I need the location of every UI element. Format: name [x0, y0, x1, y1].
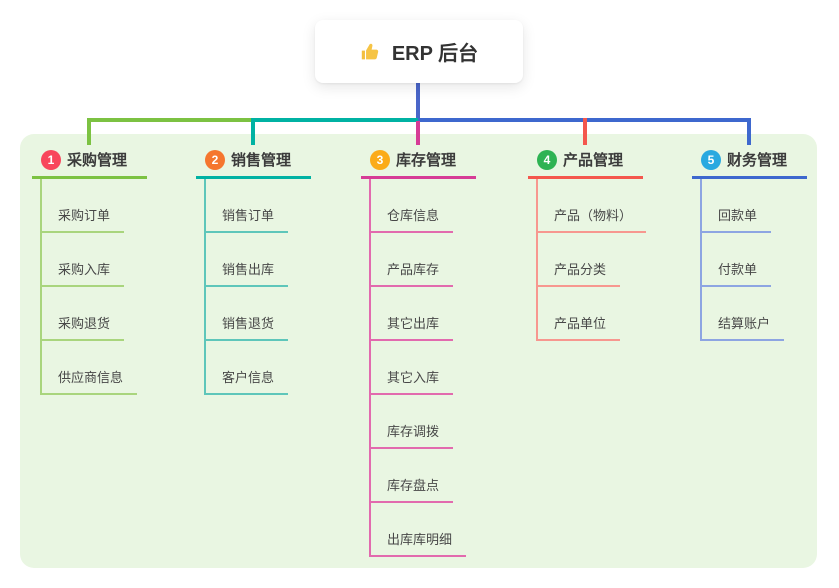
- child-node[interactable]: 结算账户: [702, 287, 785, 341]
- child-node[interactable]: 其它出库: [371, 287, 454, 341]
- root-label: ERP 后台: [391, 43, 479, 65]
- connector-drop-finance: [747, 118, 751, 145]
- branch-label: 采购管理: [67, 152, 128, 169]
- child-node[interactable]: 出库库明细: [371, 503, 467, 557]
- connector-drop-inventory: [416, 121, 420, 145]
- connector-bus-purchase: [88, 118, 253, 122]
- child-node[interactable]: 库存调拨: [371, 395, 454, 449]
- branch-inventory: 3 库存管理 仓库信息 产品库存 其它出库 其它入库 库存调拨 库存盘点 出库库…: [361, 149, 476, 557]
- branch-label: 财务管理: [727, 152, 788, 169]
- child-node[interactable]: 产品分类: [538, 233, 621, 287]
- branch-node-sales[interactable]: 2 销售管理: [196, 149, 311, 179]
- branch-sales: 2 销售管理 销售订单 销售出库 销售退货 客户信息: [196, 149, 311, 395]
- connector-drop-product: [583, 118, 587, 145]
- branch-label: 产品管理: [563, 152, 624, 169]
- branch-number-badge: 2: [205, 149, 225, 170]
- branch-label: 库存管理: [396, 152, 457, 169]
- connector-root-drop: [416, 83, 420, 118]
- root-node[interactable]: ERP 后台: [315, 20, 523, 83]
- branch-number-badge: 3: [370, 149, 390, 170]
- child-node[interactable]: 产品库存: [371, 233, 454, 287]
- branch-number-badge: 1: [41, 149, 61, 170]
- child-node[interactable]: 采购订单: [42, 179, 125, 233]
- child-node[interactable]: 回款单: [702, 179, 772, 233]
- branch-finance: 5 财务管理 回款单 付款单 结算账户: [692, 149, 807, 341]
- branch-node-purchase[interactable]: 1 采购管理: [32, 149, 147, 179]
- connector-drop-sales: [251, 118, 255, 145]
- child-node[interactable]: 库存盘点: [371, 449, 454, 503]
- child-node[interactable]: 付款单: [702, 233, 772, 287]
- branch-node-inventory[interactable]: 3 库存管理: [361, 149, 476, 179]
- branch-purchase: 1 采购管理 采购订单 采购入库 采购退货 供应商信息: [32, 149, 147, 395]
- child-node[interactable]: 采购入库: [42, 233, 125, 287]
- branch-children: 销售订单 销售出库 销售退货 客户信息: [204, 179, 289, 395]
- branch-children: 仓库信息 产品库存 其它出库 其它入库 库存调拨 库存盘点 出库库明细: [369, 179, 467, 557]
- branches-panel: [20, 134, 817, 568]
- child-node[interactable]: 销售退货: [206, 287, 289, 341]
- branch-node-finance[interactable]: 5 财务管理: [692, 149, 807, 179]
- branch-children: 产品（物料） 产品分类 产品单位: [536, 179, 647, 341]
- branch-children: 采购订单 采购入库 采购退货 供应商信息: [40, 179, 138, 395]
- child-node[interactable]: 产品（物料）: [538, 179, 647, 233]
- branch-label: 销售管理: [231, 152, 292, 169]
- child-node[interactable]: 其它入库: [371, 341, 454, 395]
- branch-node-product[interactable]: 4 产品管理: [528, 149, 643, 179]
- child-node[interactable]: 采购退货: [42, 287, 125, 341]
- branch-number-badge: 5: [701, 149, 721, 170]
- connector-bus-sales: [253, 118, 418, 122]
- child-node[interactable]: 客户信息: [206, 341, 289, 395]
- branch-children: 回款单 付款单 结算账户: [700, 179, 785, 341]
- branch-product: 4 产品管理 产品（物料） 产品分类 产品单位: [528, 149, 647, 341]
- connector-drop-purchase: [87, 118, 91, 145]
- child-node[interactable]: 销售出库: [206, 233, 289, 287]
- child-node[interactable]: 仓库信息: [371, 179, 454, 233]
- child-node[interactable]: 销售订单: [206, 179, 289, 233]
- child-node[interactable]: 供应商信息: [42, 341, 138, 395]
- child-node[interactable]: 产品单位: [538, 287, 621, 341]
- thumbs-up-icon: [361, 43, 379, 59]
- branch-number-badge: 4: [537, 149, 557, 170]
